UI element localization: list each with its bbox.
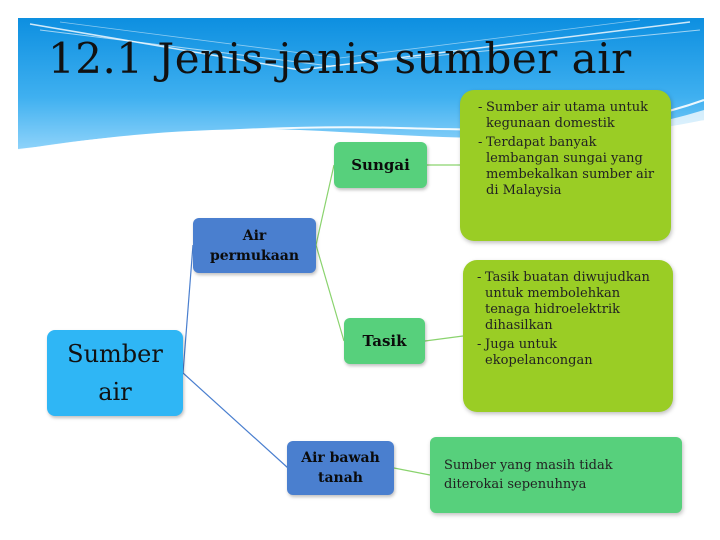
node-sumber-air-line1: Sumber	[67, 340, 163, 368]
node-air-bawah-tanah: Air bawah tanah	[287, 441, 394, 495]
note-sungai-item: Sumber air utama untuk kegunaan domestik	[478, 100, 663, 132]
node-air-bawah-tanah-line1: Air bawah	[301, 450, 380, 466]
connector-groundwater-note	[393, 467, 431, 476]
node-sungai: Sungai	[334, 142, 427, 188]
node-tasik: Tasik	[344, 318, 425, 364]
note-air-bawah-tanah-text: Sumber yang masih tidak diterokai sepenu…	[444, 458, 613, 492]
note-sungai-item: Terdapat banyak lembangan sungai yang me…	[478, 135, 663, 199]
slide-title: 12.1 Jenis-jenis sumber air	[48, 34, 632, 83]
node-air-permukaan: Air permukaan	[193, 218, 316, 273]
connector-root-groundwater	[182, 372, 289, 469]
node-sungai-label: Sungai	[351, 156, 410, 174]
note-tasik-item: Juga untuk ekopelancongan	[477, 337, 665, 369]
node-air-bawah-tanah-line2: tanah	[318, 470, 363, 486]
node-sumber-air: Sumber air	[47, 330, 183, 416]
note-tasik: Tasik buatan diwujudkan untuk membolehka…	[463, 260, 673, 412]
connector-surface-river	[315, 164, 335, 246]
node-sumber-air-line2: air	[98, 378, 132, 406]
connector-root-surface	[182, 244, 194, 374]
note-air-bawah-tanah: Sumber yang masih tidak diterokai sepenu…	[430, 437, 682, 513]
node-air-permukaan-line1: Air	[242, 227, 267, 244]
connector-surface-lake	[315, 244, 345, 342]
note-sungai: Sumber air utama untuk kegunaan domestik…	[460, 90, 671, 241]
node-air-permukaan-line2: permukaan	[209, 247, 300, 264]
note-tasik-item: Tasik buatan diwujudkan untuk membolehka…	[477, 270, 665, 334]
node-tasik-label: Tasik	[362, 332, 407, 350]
connector-lake-notes	[424, 335, 464, 342]
